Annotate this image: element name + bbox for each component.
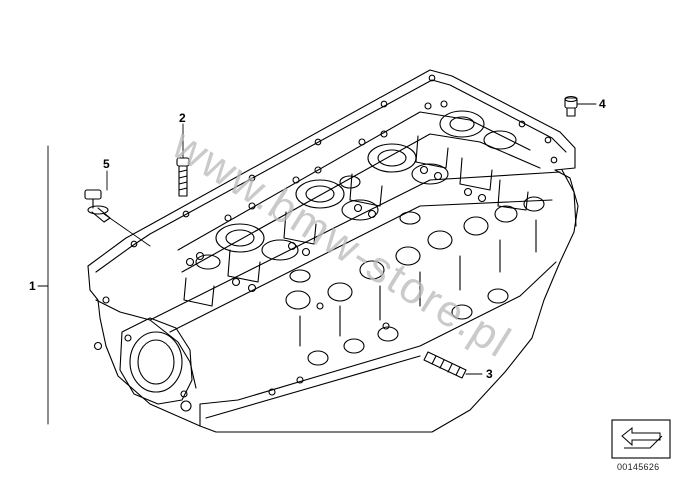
bolt-5 xyxy=(84,189,111,223)
leader-line-5 xyxy=(103,170,151,247)
leader-line-1 xyxy=(37,145,49,425)
arrow-nav-icon[interactable] xyxy=(611,419,671,459)
leader-lines xyxy=(37,103,597,425)
cylinder-head-body xyxy=(87,69,579,433)
callout-2[interactable]: 2 xyxy=(179,111,186,125)
saddle-bolts xyxy=(185,100,487,293)
callout-5[interactable]: 5 xyxy=(103,157,110,171)
callout-3[interactable]: 3 xyxy=(486,367,493,381)
flange-bolt-holes xyxy=(130,74,558,248)
callout-4[interactable]: 4 xyxy=(599,97,606,111)
bolt-4 xyxy=(564,95,578,117)
side-face-ports xyxy=(268,196,545,396)
callout-1[interactable]: 1 xyxy=(29,279,36,293)
diagram-id-label: 00145626 xyxy=(617,462,660,472)
stud-bolt-2 xyxy=(176,157,190,197)
front-end-bore xyxy=(93,296,193,412)
stud-3 xyxy=(423,351,467,379)
valve-pockets xyxy=(195,110,517,283)
